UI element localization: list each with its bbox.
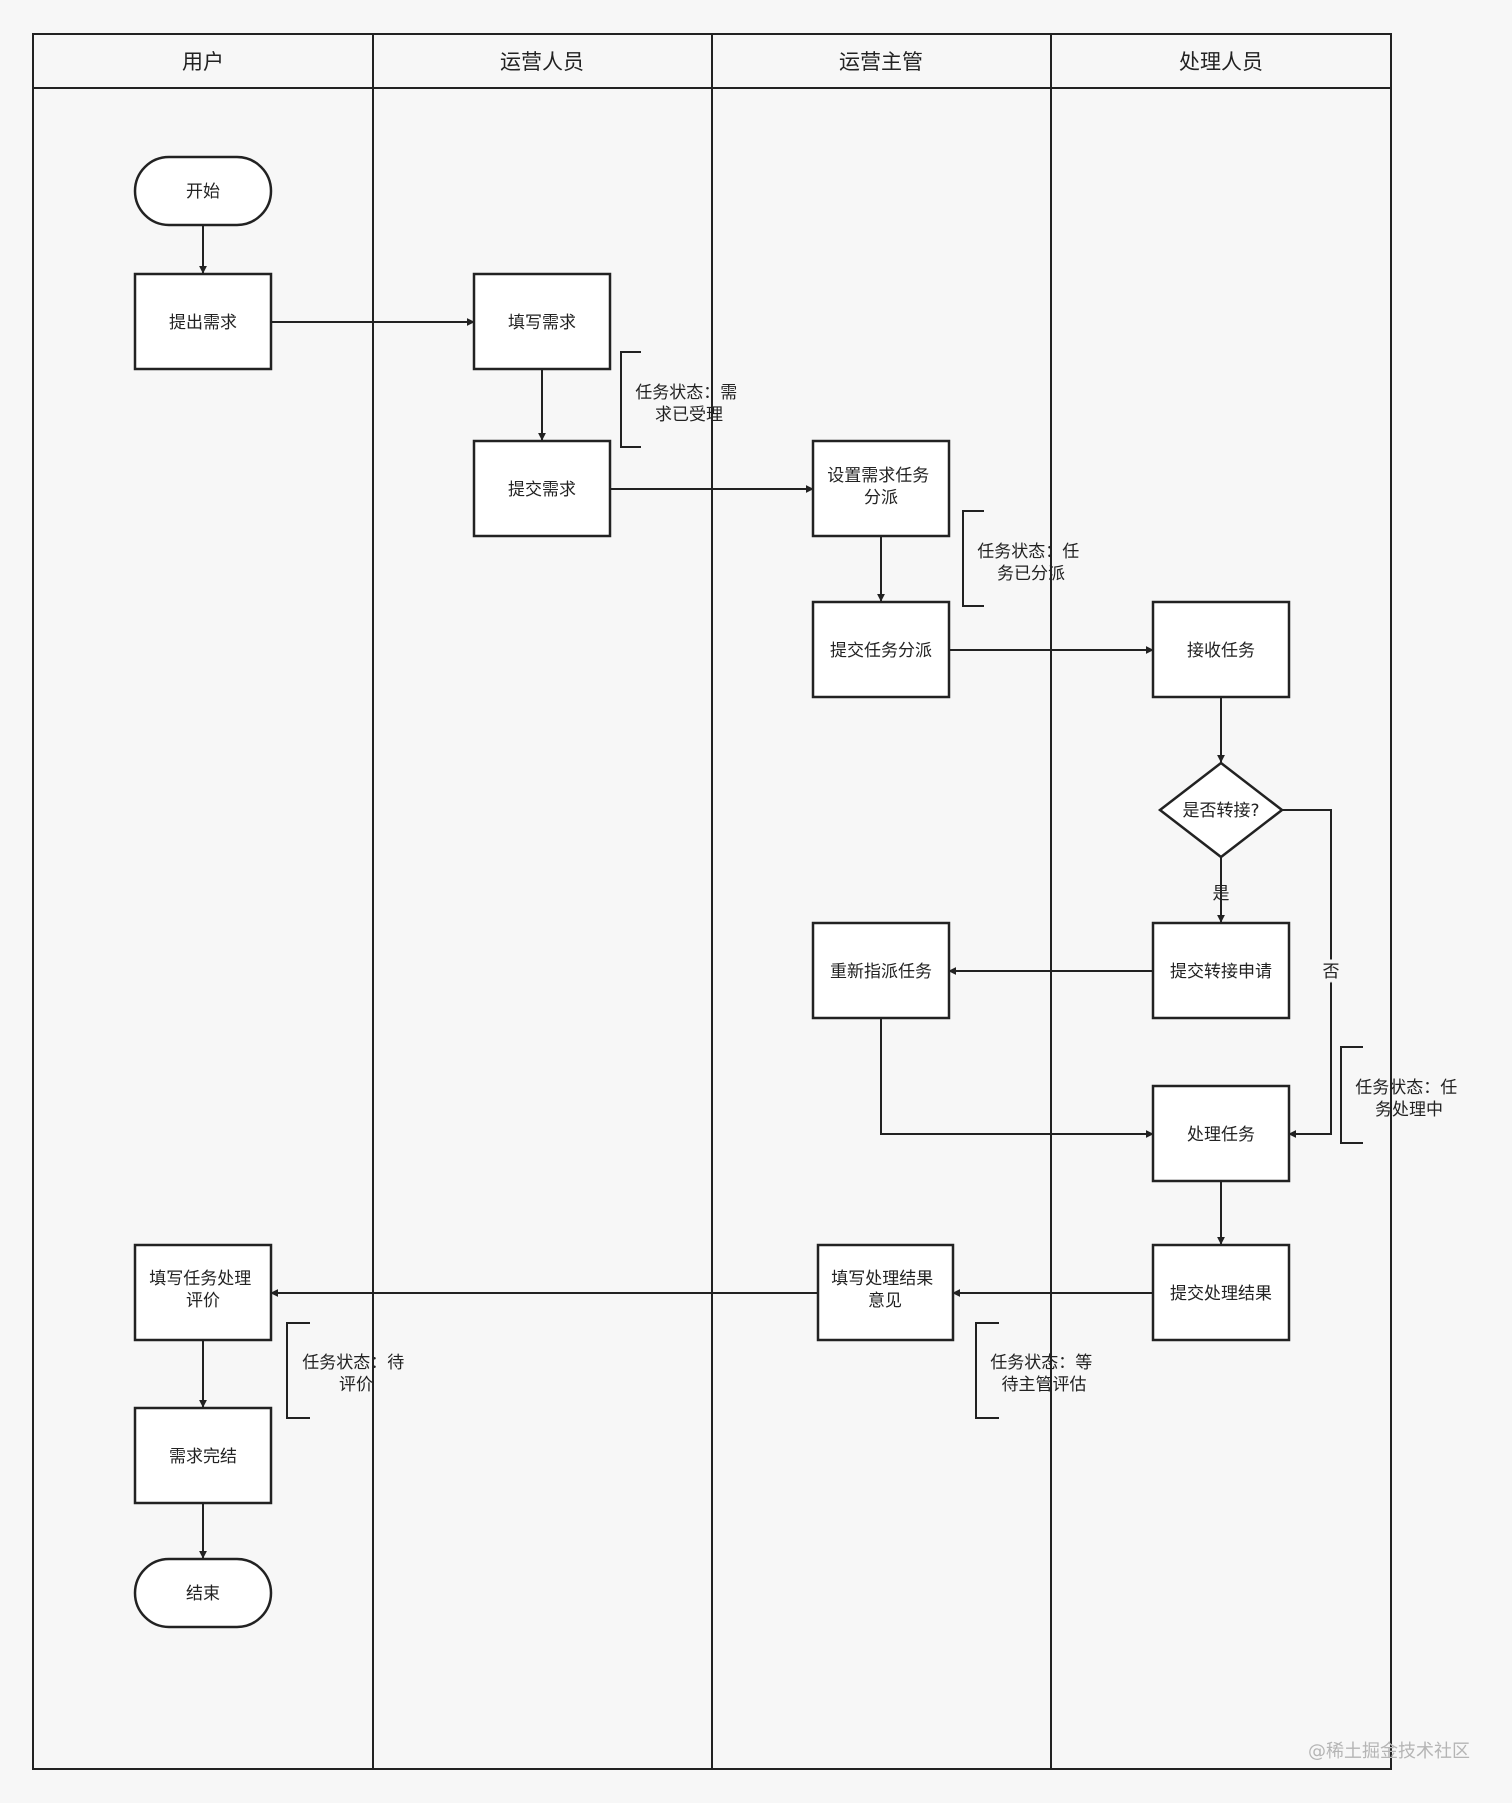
node-submit-assignment-label: 提交任务分派 — [830, 641, 932, 661]
status-note-1: 任务状态：需 求已受理 — [620, 351, 742, 448]
edge-label-yes: 是 — [1213, 884, 1230, 904]
status-note-1-line-2: 求已受理 — [655, 405, 723, 425]
lane-title-user: 用户 — [182, 50, 224, 74]
swimlane-frame — [32, 33, 1392, 1770]
node-process-task[interactable]: 处理任务 — [1151, 1084, 1291, 1183]
node-fill-request[interactable]: 填写需求 — [472, 272, 612, 371]
node-submit-transfer[interactable]: 提交转接申请 — [1151, 921, 1291, 1020]
node-request-complete[interactable]: 需求完结 — [133, 1406, 273, 1505]
node-start-label: 开始 — [186, 182, 220, 202]
edges — [199, 225, 1332, 1559]
node-fill-result[interactable]: 填写处理结果 意见 — [816, 1243, 955, 1342]
status-note-4-line-1: 任务状态：等 — [990, 1353, 1092, 1373]
edge-label-no: 否 — [1323, 962, 1340, 982]
node-fill-evaluation[interactable]: 填写任务处理 评价 — [133, 1243, 273, 1342]
svg-text:任务状态：等 待主管评估: 任务状态：等 待主管评估 — [990, 1353, 1097, 1395]
node-start[interactable]: 开始 — [133, 155, 273, 227]
status-note-4: 任务状态：等 待主管评估 — [975, 1322, 1097, 1419]
status-note-1-line-1: 任务状态：需 — [635, 383, 737, 403]
svg-text:设置需求任务 分派: 设置需求任务 分派 — [827, 466, 934, 508]
node-submit-req-label: 提交需求 — [508, 480, 576, 500]
status-note-3: 任务状态：任 务处理中 — [1340, 1046, 1462, 1144]
nodes: 开始 提出需求 填写任务处理 评价 需求完结 结束 填写需求 提 — [133, 155, 1291, 1629]
lane-titles: 用户 运营人员 运营主管 处理人员 — [182, 50, 1263, 74]
status-note-3-line-1: 任务状态：任 — [1355, 1078, 1457, 1098]
node-submit-result[interactable]: 提交处理结果 — [1151, 1243, 1291, 1342]
node-set-assignment-line-1: 设置需求任务 — [827, 466, 929, 486]
lane-title-handler: 处理人员 — [1179, 50, 1263, 74]
node-receive-task-label: 接收任务 — [1187, 641, 1255, 661]
node-end[interactable]: 结束 — [133, 1557, 273, 1629]
status-note-2: 任务状态：任 务已分派 — [962, 510, 1084, 607]
status-note-2-line-1: 任务状态：任 — [977, 542, 1079, 562]
status-note-5-line-1: 任务状态：待 — [302, 1353, 404, 1373]
node-fill-result-line-1: 填写处理结果 — [831, 1269, 933, 1289]
node-submit-req[interactable]: 提交需求 — [472, 439, 612, 538]
svg-text:任务状态：待 评价: 任务状态：待 评价 — [302, 1353, 409, 1395]
node-fill-evaluation-line-2: 评价 — [186, 1291, 220, 1311]
node-fill-evaluation-line-1: 填写任务处理 — [149, 1269, 251, 1289]
node-submit-request-label: 提出需求 — [169, 313, 237, 333]
edge-decision-no — [1282, 809, 1332, 1138]
lane-title-manager: 运营主管 — [839, 50, 923, 74]
node-fill-result-line-2: 意见 — [868, 1291, 902, 1311]
node-reassign-task-label: 重新指派任务 — [830, 962, 932, 982]
node-end-label: 结束 — [186, 1584, 220, 1604]
node-request-complete-label: 需求完结 — [169, 1447, 237, 1467]
node-reassign-task[interactable]: 重新指派任务 — [811, 921, 951, 1020]
svg-text:任务状态：任 务已分派: 任务状态：任 务已分派 — [977, 542, 1084, 584]
svg-text:填写处理结果 意见: 填写处理结果 意见 — [831, 1269, 938, 1311]
status-note-4-line-2: 待主管评估 — [1002, 1375, 1087, 1395]
node-submit-result-label: 提交处理结果 — [1170, 1284, 1272, 1304]
node-submit-assignment[interactable]: 提交任务分派 — [811, 600, 951, 699]
node-set-assignment[interactable]: 设置需求任务 分派 — [811, 439, 951, 538]
edge-reassign-to-process — [880, 1018, 1154, 1138]
node-process-task-label: 处理任务 — [1187, 1125, 1255, 1145]
edge-labels: 是 否 — [1213, 884, 1344, 986]
status-notes: 任务状态：需 求已受理 任务状态：任 务已分派 任务状态：任 务处理中 任务状态… — [286, 351, 1462, 1419]
node-set-assignment-line-2: 分派 — [864, 488, 898, 508]
lane-title-ops: 运营人员 — [500, 50, 584, 74]
status-note-3-line-2: 务处理中 — [1375, 1100, 1443, 1120]
node-fill-request-label: 填写需求 — [508, 313, 576, 333]
status-note-2-line-2: 务已分派 — [997, 564, 1065, 584]
node-submit-transfer-label: 提交转接申请 — [1170, 962, 1272, 982]
svg-text:填写任务处理 评价: 填写任务处理 评价 — [149, 1269, 256, 1311]
status-note-5: 任务状态：待 评价 — [286, 1322, 409, 1419]
svg-text:任务状态：任 务处理中: 任务状态：任 务处理中 — [1355, 1078, 1462, 1120]
watermark-text: @稀土掘金技术社区 — [1308, 1741, 1470, 1762]
status-note-5-line-2: 评价 — [339, 1375, 373, 1395]
node-submit-request[interactable]: 提出需求 — [133, 272, 273, 371]
node-transfer-decision-label: 是否转接? — [1182, 801, 1259, 821]
node-transfer-decision[interactable]: 是否转接? — [1157, 761, 1285, 859]
node-receive-task[interactable]: 接收任务 — [1151, 600, 1291, 699]
svg-text:任务状态：需 求已受理: 任务状态：需 求已受理 — [635, 383, 742, 425]
